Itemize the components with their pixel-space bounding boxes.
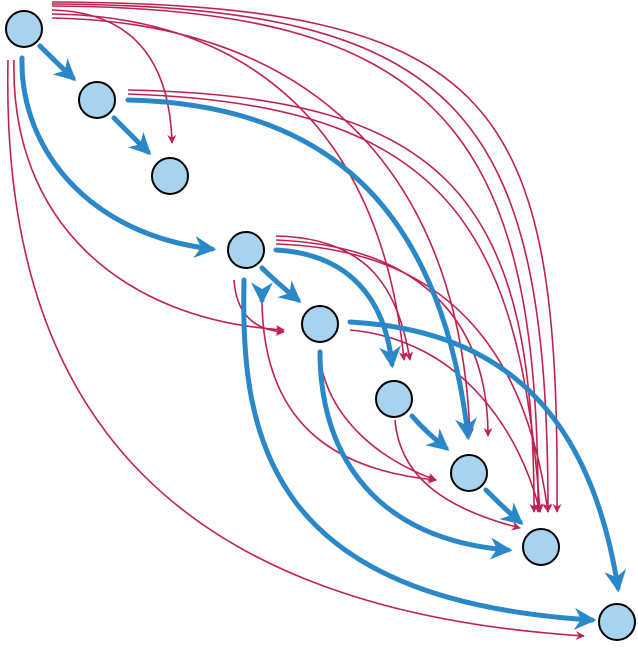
tree-edge-n3-n4	[259, 265, 302, 303]
tree-edges-layer	[19, 43, 627, 630]
other-edge-n0-n7	[51, 1, 562, 513]
tree-edge-n4-n9	[347, 319, 627, 593]
tree-edge-n4-n7	[241, 277, 597, 630]
tree-edge-n4-n5	[273, 247, 402, 369]
other-edge-n4-n6	[349, 329, 543, 513]
other-edge-n0-n7	[51, 5, 543, 513]
graph-node-n7	[522, 528, 560, 566]
tree-edge-n5-n6	[409, 413, 450, 451]
other-edge-n4-n8	[319, 359, 437, 482]
other-edge-n0-n6	[51, 17, 475, 437]
tree-edge-n3-n8	[317, 349, 513, 560]
tree-edge-n6-n7	[483, 487, 524, 525]
graph-node-n2	[151, 157, 189, 195]
tree-edge-n0-n1	[37, 43, 77, 81]
other-edge-n0-n9	[6, 59, 585, 640]
other-edge-n3-n7	[275, 243, 552, 513]
graph-node-n6	[450, 454, 488, 492]
tree-edge-n1-n6	[125, 97, 477, 441]
graph-node-n1	[78, 81, 116, 119]
tree-edge-n1-n2	[111, 115, 152, 156]
other-edge-n3-n4	[233, 279, 285, 337]
graph-node-n8	[598, 603, 636, 641]
graph-node-n4	[301, 305, 339, 343]
other-edge-n0-n7	[51, 3, 553, 513]
other-edge-n0-n2	[51, 9, 177, 144]
other-edge-n0-n5	[51, 13, 408, 361]
graph-node-n0	[5, 10, 43, 48]
graph-node-n3	[227, 231, 265, 269]
other-edge-n3-n5	[275, 235, 414, 361]
nodes-layer	[5, 10, 636, 641]
tree-edge-n0-n3	[19, 55, 217, 258]
graph-node-n5	[375, 380, 413, 418]
other-edge-n0-n4	[13, 59, 285, 334]
other-edge-n5-n8	[394, 419, 521, 531]
other-edge-n1-n7	[127, 93, 544, 513]
other-edge-n3-n8	[261, 291, 437, 484]
other-edges-layer	[6, 1, 585, 640]
